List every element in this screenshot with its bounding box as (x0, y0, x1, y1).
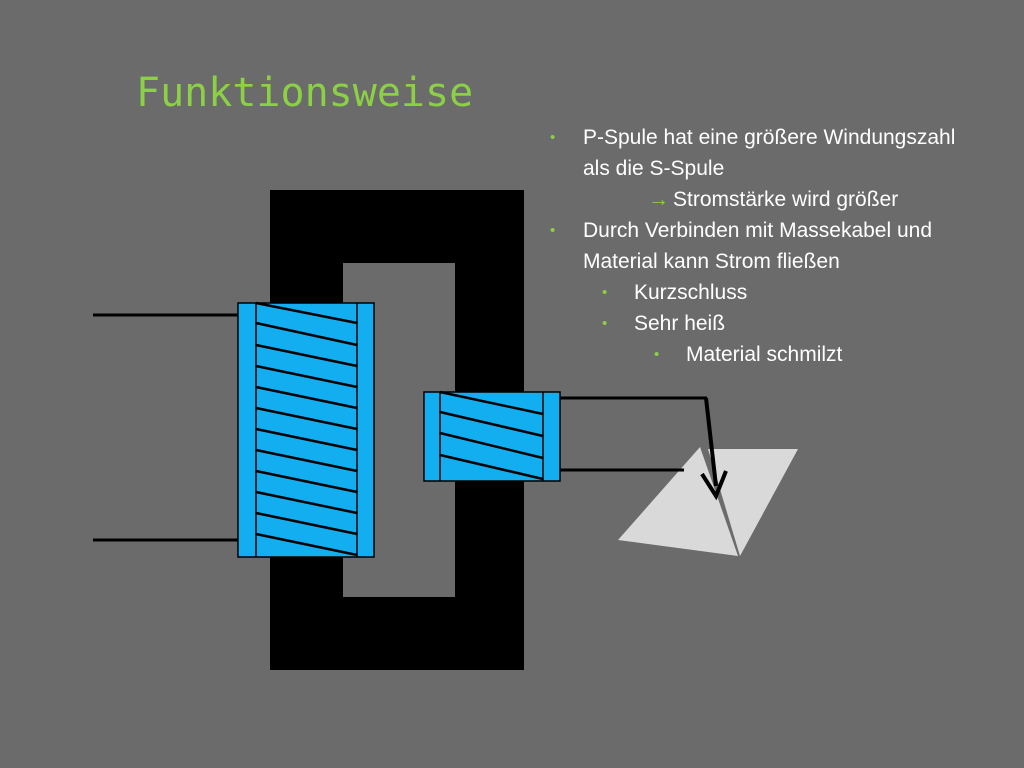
bullet-item-kurzschluss: • Kurzschluss (548, 277, 1018, 308)
slide-title: Funktionsweise (136, 70, 474, 116)
bullet-dot-icon: • (654, 346, 660, 363)
bullet-item-stromstaerke: →Stromstärke wird größer (548, 184, 1018, 215)
bullet-text: Durch Verbinden mit Massekabel und (583, 219, 933, 242)
bullet-item-schmilzt: • Material schmilzt (548, 339, 1018, 370)
right-arrow-icon: → (648, 188, 669, 211)
bullet-text: P-Spule hat eine größere Windungszahl (583, 126, 956, 149)
bullet-item-windungszahl: • P-Spule hat eine größere Windungszahl … (548, 122, 1018, 184)
bullet-text: Kurzschluss (634, 281, 748, 304)
bullet-list: • P-Spule hat eine größere Windungszahl … (548, 122, 1018, 370)
bullet-text: Material schmilzt (686, 343, 843, 366)
electrode-arrow-icon (700, 397, 728, 501)
bullet-text-continued: Material kann Strom fließen (583, 250, 840, 273)
bullet-text-continued: als die S-Spule (583, 157, 725, 180)
bullet-item-sehr-heiss: • Sehr heiß (548, 308, 1018, 339)
bullet-dot-icon: • (602, 315, 608, 332)
bullet-dot-icon: • (550, 222, 556, 239)
primary-coil (237, 301, 375, 558)
bullet-dot-icon: • (550, 129, 556, 146)
bullet-text: Sehr heiß (634, 312, 726, 335)
material-piece (618, 447, 798, 556)
bullet-text: Stromstärke wird größer (673, 188, 899, 211)
bullet-item-verbinden: • Durch Verbinden mit Massekabel und Mat… (548, 215, 1018, 277)
bullet-dot-icon: • (602, 284, 608, 301)
secondary-coil (423, 390, 561, 482)
